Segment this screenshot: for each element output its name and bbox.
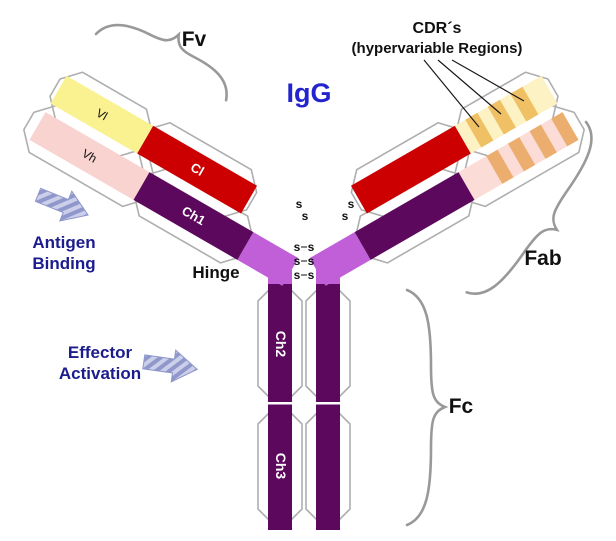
fv-brace-path	[94, 23, 228, 102]
fc-region-label: Fc	[449, 395, 474, 418]
heavy-chain-stem-right	[316, 284, 340, 530]
disulfide-s: s	[348, 197, 355, 211]
cl-domain-loop	[136, 121, 258, 218]
hinge-arm-segment	[309, 232, 371, 286]
effector-activation-label-line2: Activation	[59, 364, 141, 383]
cl-domain-bar	[350, 125, 471, 214]
block-arrow-icon	[34, 187, 89, 222]
disulfide-s: s	[294, 240, 301, 254]
ch3-domain-label: Ch3	[273, 453, 289, 480]
vh-domain-label: Vh	[80, 146, 100, 165]
fc-brace	[405, 288, 449, 527]
cdr-stripe	[507, 137, 536, 172]
ch1-domain-bar	[354, 172, 475, 260]
ch1-domain-bar	[133, 172, 254, 260]
ch2-ch3-divider-right	[316, 402, 340, 405]
disulfide-s: s	[308, 240, 315, 254]
cdr-label-line1: CDR´s	[413, 20, 462, 37]
cl-domain-loop	[350, 121, 472, 218]
right-chain-disulfide: s s	[342, 197, 355, 223]
block-arrow-icon	[142, 349, 199, 383]
disulfide-s: s	[308, 268, 315, 282]
left-fab-arm: Vl Vh Cl Ch1	[23, 71, 299, 286]
fv-region-label: Fv	[182, 28, 207, 51]
fv-brace	[94, 23, 228, 102]
fab-region-label: Fab	[524, 247, 561, 270]
cdr-pointer-line	[437, 59, 502, 115]
cdr-pointer-line	[423, 59, 480, 128]
effector-activation-label-line1: Effector	[68, 343, 133, 362]
hinge-label: Hinge	[192, 263, 239, 282]
cdr-pointer-line	[451, 59, 525, 102]
hinge-disulfide-bonds: s s s s s s	[294, 240, 315, 282]
hinge-arm-segment	[237, 232, 299, 286]
cdr-pointer-lines	[423, 59, 525, 128]
igg-title-label: IgG	[287, 78, 332, 108]
cdr-stripe	[551, 112, 579, 147]
ch2-domain-label: Ch2	[273, 331, 289, 358]
effector-activation-arrow	[142, 349, 199, 383]
fc-stem: Ch2 Ch3	[257, 258, 351, 530]
cdr-stripe	[486, 149, 514, 184]
disulfide-s: s	[342, 209, 349, 223]
heavy-chain-stem-left	[268, 284, 292, 530]
fc-brace-path	[405, 288, 449, 527]
cdr-stripe	[465, 112, 494, 148]
disulfide-s: s	[296, 197, 303, 211]
fab-brace-path	[465, 120, 593, 295]
fab-brace	[465, 120, 593, 295]
left-chain-disulfide: s s	[296, 197, 309, 223]
vh-domain-bar	[29, 112, 150, 200]
antigen-binding-label-line2: Binding	[32, 254, 95, 273]
cdr-stripe	[529, 124, 557, 159]
disulfide-s: s	[302, 209, 309, 223]
disulfide-s: s	[294, 268, 301, 282]
cl-domain-label: Cl	[188, 159, 207, 178]
cdr-label-line2: (hypervariable Regions)	[352, 40, 523, 57]
antigen-binding-label-line1: Antigen	[32, 233, 95, 252]
antigen-binding-arrow	[34, 187, 89, 222]
right-fab-arm	[309, 71, 585, 286]
disulfide-s: s	[294, 254, 301, 268]
vl-domain-bar	[50, 75, 154, 154]
disulfide-s: s	[308, 254, 315, 268]
ch2-ch3-divider-left	[268, 402, 292, 405]
cl-domain-bar	[137, 125, 258, 214]
cdr-stripe	[510, 86, 539, 122]
